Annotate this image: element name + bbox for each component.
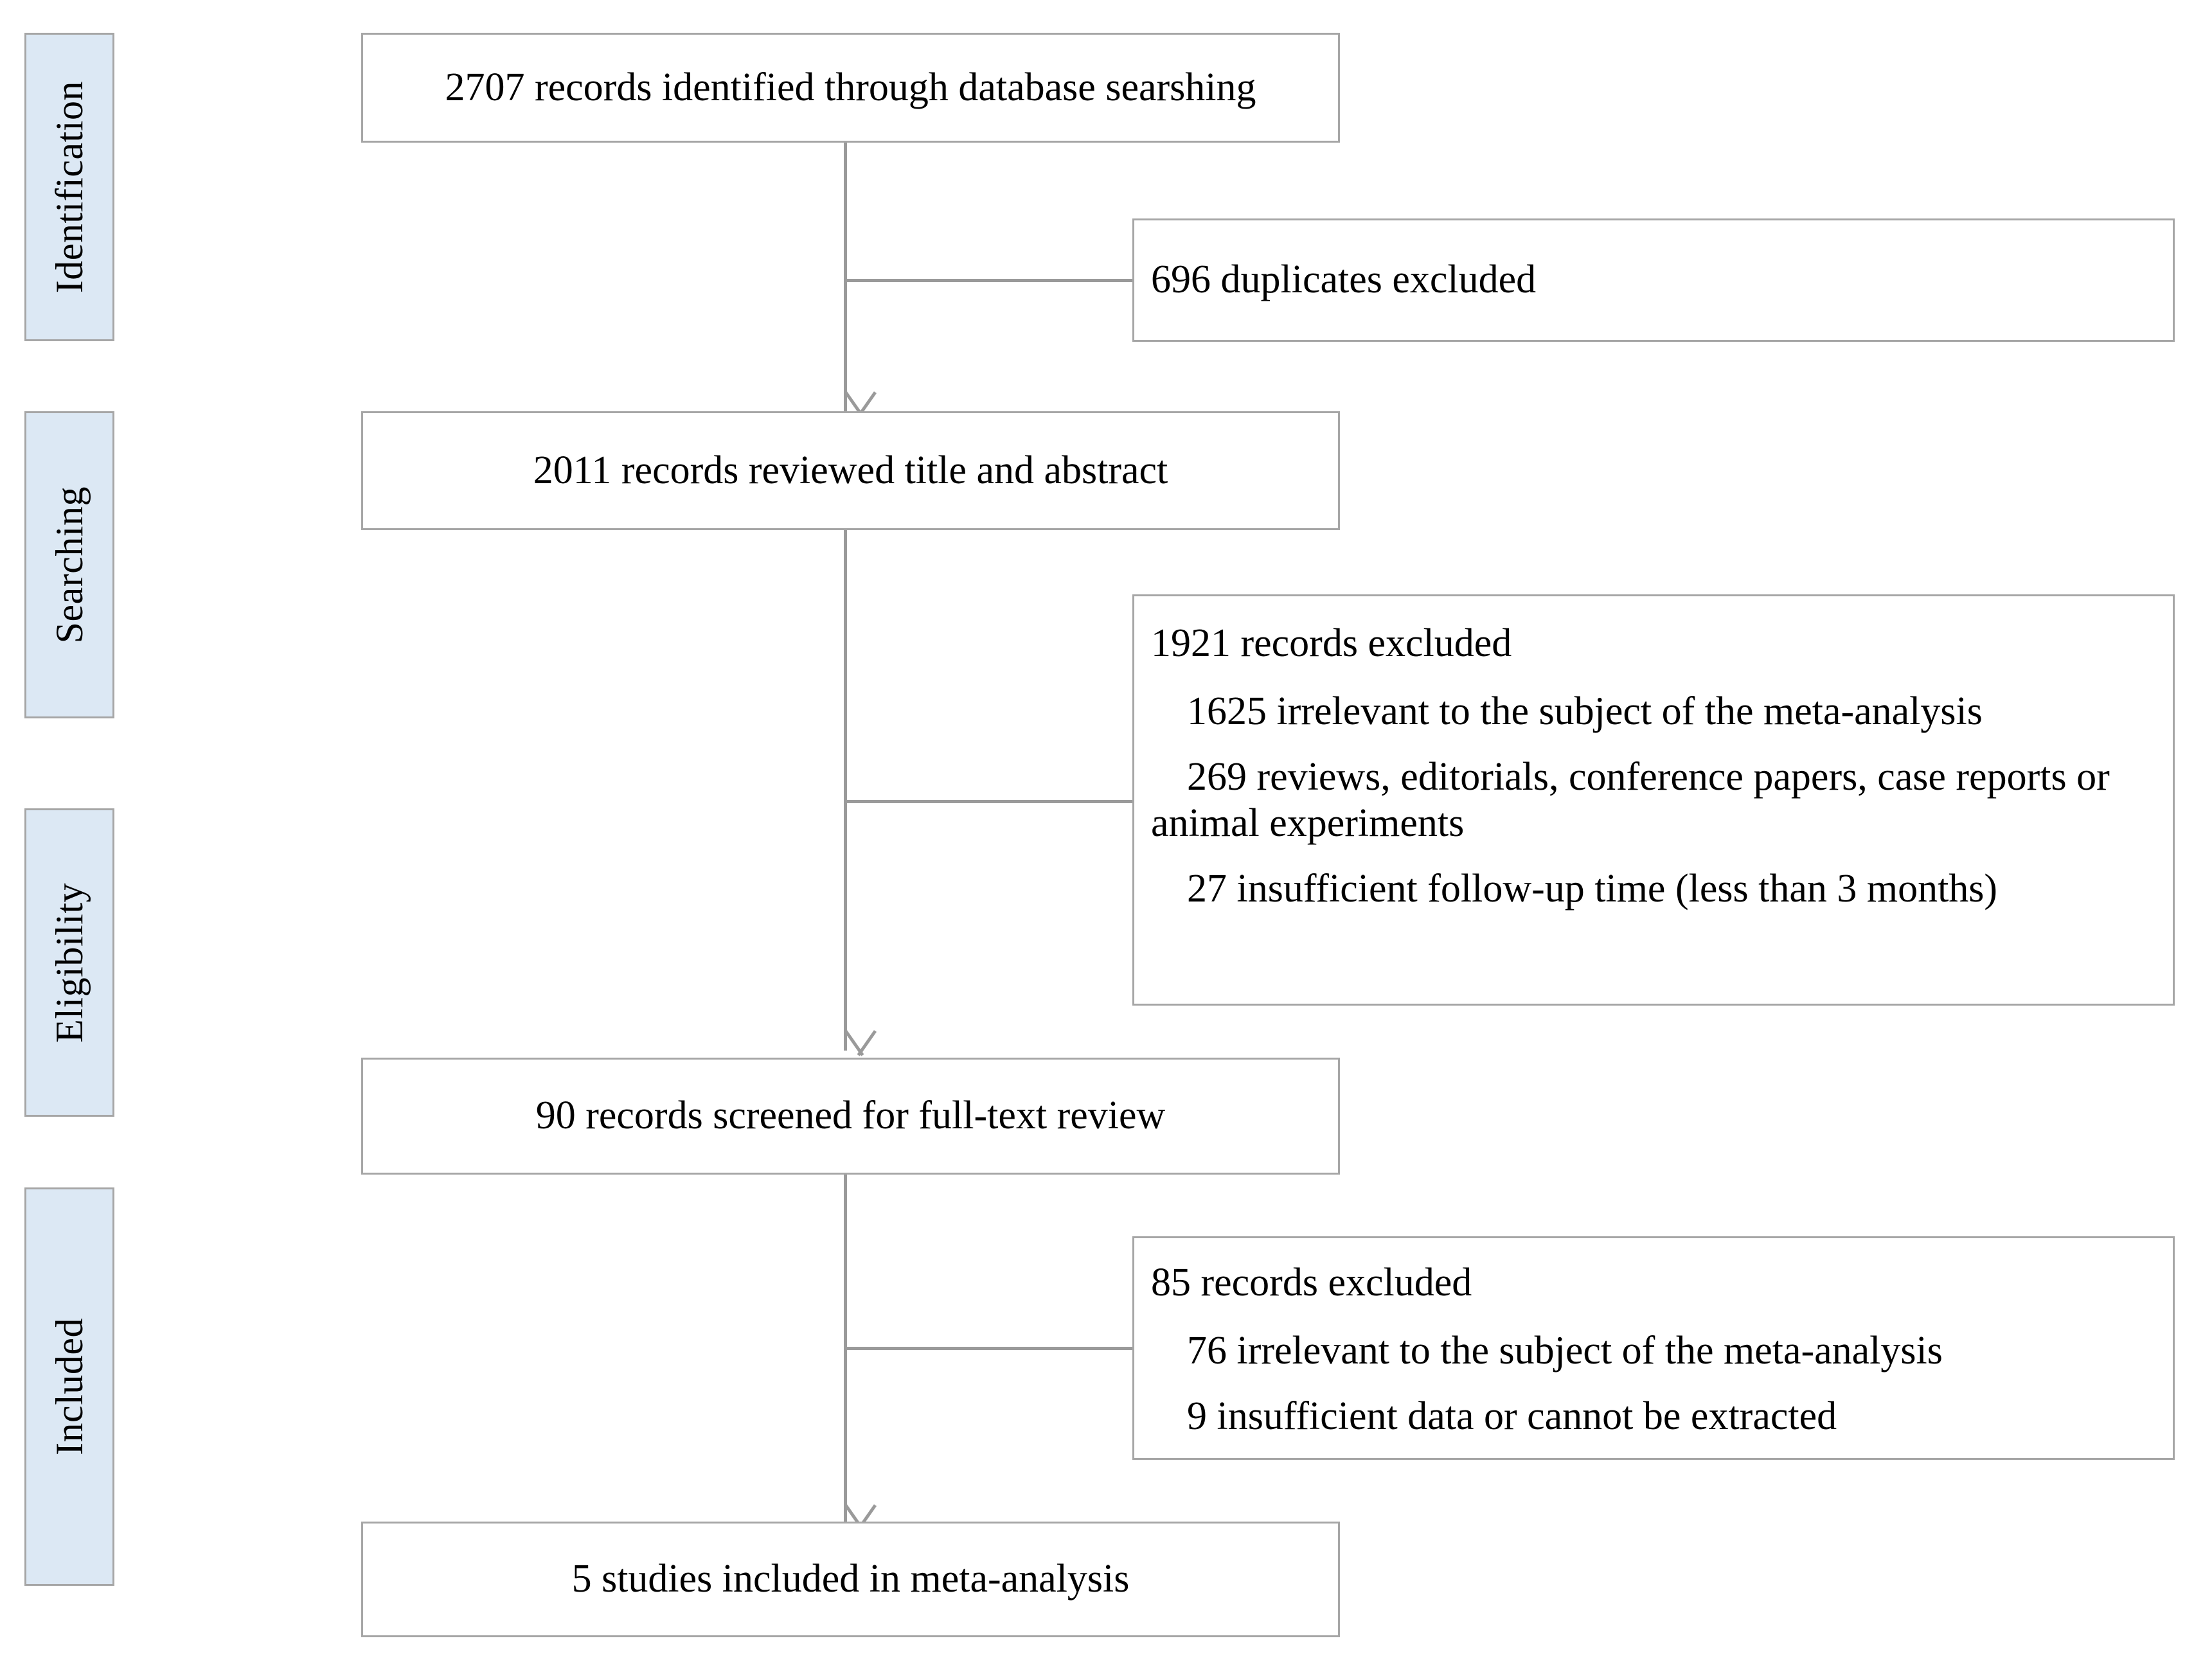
exclusion-box-title-abstract-head: 1921 records excluded — [1151, 621, 1512, 665]
phase-label-included-text: Included — [48, 1318, 91, 1455]
flow-box-studies-included-text: 5 studies included in meta-analysis — [571, 1557, 1130, 1601]
exclusion-box-fulltext: 85 records excluded 76 irrelevant to the… — [1132, 1236, 2175, 1460]
connector-branch-duplicates — [844, 279, 1134, 282]
phase-label-identification: Identification — [24, 33, 114, 341]
flow-box-records-reviewed: 2011 records reviewed title and abstract — [361, 411, 1340, 530]
phase-label-eligibility-text: Eligibility — [48, 882, 91, 1043]
connector-reviewed-to-screened — [844, 530, 847, 1051]
exclusion-box-title-abstract-subline-3: 27 insufficient follow-up time (less tha… — [1187, 866, 1998, 911]
flow-box-records-identified-text: 2707 records identified through database… — [445, 65, 1256, 109]
phase-label-identification-text: Identification — [48, 80, 91, 294]
exclusion-box-fulltext-subline-1: 76 irrelevant to the subject of the meta… — [1187, 1328, 1943, 1373]
flow-box-records-screened: 90 records screened for full-text review — [361, 1058, 1340, 1175]
connector-branch-1921-excluded — [844, 800, 1134, 803]
exclusion-box-fulltext-head: 85 records excluded — [1151, 1261, 1472, 1304]
exclusion-box-title-abstract-subline-1: 1625 irrelevant to the subject of the me… — [1187, 689, 1983, 733]
phase-label-searching: Searching — [24, 411, 114, 718]
connector-identified-to-reviewed — [844, 143, 847, 413]
exclusion-box-title-abstract: 1921 records excluded 1625 irrelevant to… — [1132, 594, 2175, 1006]
exclusion-box-fulltext-subline-2: 9 insufficient data or cannot be extract… — [1187, 1394, 1837, 1438]
phase-label-included: Included — [24, 1187, 114, 1586]
exclusion-box-title-abstract-subline-2: 269 reviews, editorials, conference pape… — [1151, 754, 2110, 845]
flow-box-records-screened-text: 90 records screened for full-text review — [535, 1094, 1166, 1138]
flow-box-records-identified: 2707 records identified through database… — [361, 33, 1340, 143]
exclusion-box-duplicates: 696 duplicates excluded — [1132, 218, 2175, 342]
phase-label-searching-text: Searching — [48, 486, 91, 644]
phase-label-eligibility: Eligibility — [24, 808, 114, 1117]
flow-box-records-reviewed-text: 2011 records reviewed title and abstract — [533, 448, 1168, 492]
flow-box-studies-included: 5 studies included in meta-analysis — [361, 1522, 1340, 1637]
connector-branch-85-excluded — [844, 1347, 1134, 1350]
exclusion-box-duplicates-head: 696 duplicates excluded — [1151, 258, 1537, 302]
